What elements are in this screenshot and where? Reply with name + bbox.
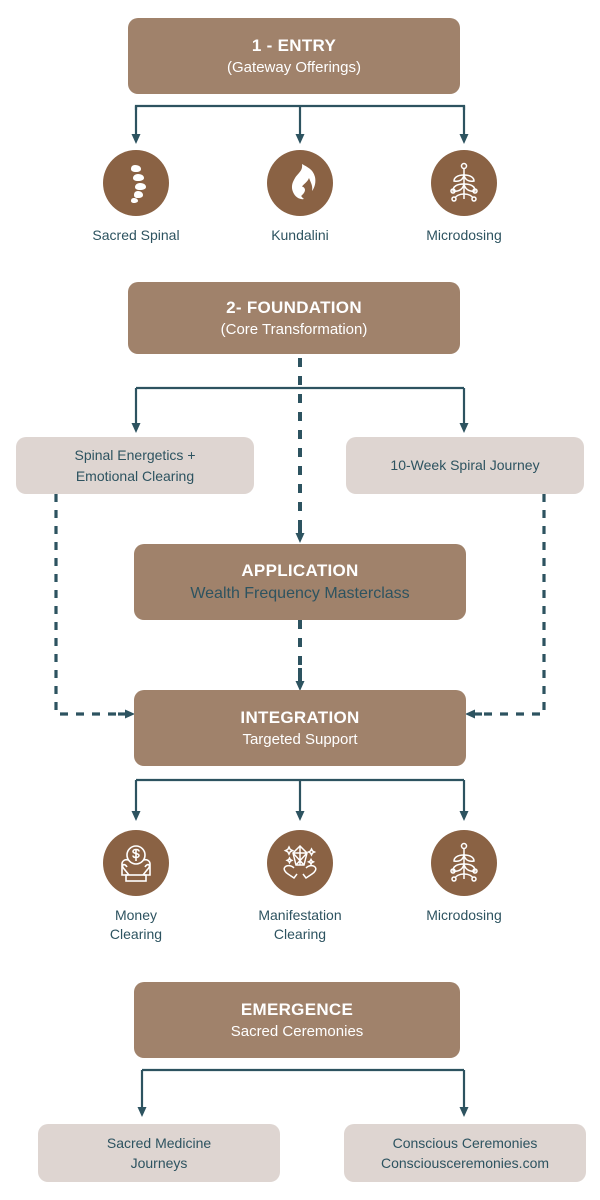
spine-icon <box>103 150 169 216</box>
stage-subtitle-foundation: (Core Transformation) <box>220 321 368 339</box>
integration-offering-label: Money Clearing <box>110 906 162 944</box>
hands-money-icon <box>103 830 169 896</box>
stage-box-emergence[interactable]: EMERGENCE Sacred Ceremonies <box>134 982 460 1058</box>
integration-offering-microdosing[interactable]: Microdosing <box>389 830 539 925</box>
stage-subtitle-emergence: Sacred Ceremonies <box>230 1023 364 1041</box>
label-line-2: Clearing <box>109 925 163 942</box>
outcome-line-2: Consciousceremonies.com <box>380 1155 550 1171</box>
stage-subtitle-integration: Targeted Support <box>242 731 358 749</box>
label-line-1: Microdosing <box>426 907 502 923</box>
stage-box-integration[interactable]: INTEGRATION Targeted Support <box>134 690 466 766</box>
offering-microdosing[interactable]: Microdosing <box>389 150 539 245</box>
foundation-track-spiral-journey[interactable]: 10-Week Spiral Journey <box>346 437 584 494</box>
integration-offering-label: Microdosing <box>426 906 501 925</box>
label-line-1: Money <box>114 907 157 923</box>
stage-title-application: APPLICATION <box>241 560 359 580</box>
foundation-track-spinal-energetics[interactable]: Spinal Energetics + Emotional Clearing <box>16 437 254 494</box>
offering-label: Kundalini <box>271 227 329 243</box>
hands-crystal-icon <box>267 830 333 896</box>
stage-title-emergence: EMERGENCE <box>240 999 354 1019</box>
stage-title-foundation: 2- FOUNDATION <box>226 297 362 317</box>
emergence-outcome-conscious-ceremonies[interactable]: Conscious Ceremonies Consciousceremonies… <box>344 1124 586 1182</box>
track-line-1: Spinal Energetics + <box>74 447 196 464</box>
stage-box-application[interactable]: APPLICATION Wealth Frequency Masterclass <box>134 544 466 620</box>
offering-label: Microdosing <box>426 227 502 243</box>
stage-box-foundation[interactable]: 2- FOUNDATION (Core Transformation) <box>128 282 460 354</box>
flame-heart-icon <box>267 150 333 216</box>
emergence-outcome-sacred-medicine-journeys[interactable]: Sacred Medicine Journeys <box>38 1124 280 1182</box>
label-line-1: Manifestation <box>258 907 342 923</box>
outcome-line-1: Conscious Ceremonies <box>392 1134 538 1151</box>
offering-sacred-spinal[interactable]: Sacred Spinal <box>61 150 211 245</box>
label-line-2: Clearing <box>273 925 327 942</box>
outcome-line-2: Journeys <box>130 1155 188 1171</box>
integration-offering-manifestation-clearing[interactable]: Manifestation Clearing <box>225 830 375 944</box>
plant-molecule-icon <box>431 830 497 896</box>
integration-offering-money-clearing[interactable]: Money Clearing <box>61 830 211 944</box>
stage-box-entry[interactable]: 1 - ENTRY (Gateway Offerings) <box>128 18 460 94</box>
outcome-line-1: Sacred Medicine <box>106 1134 212 1151</box>
plant-molecule-icon <box>431 150 497 216</box>
stage-subtitle-application: Wealth Frequency Masterclass <box>190 584 410 602</box>
stage-subtitle-entry: (Gateway Offerings) <box>227 59 361 77</box>
track-line-1: 10-Week Spiral Journey <box>390 457 540 474</box>
offering-kundalini[interactable]: Kundalini <box>225 150 375 245</box>
integration-offering-label: Manifestation Clearing <box>258 906 341 944</box>
offering-label: Sacred Spinal <box>92 227 180 243</box>
stage-title-integration: INTEGRATION <box>240 707 360 727</box>
track-line-2: Emotional Clearing <box>75 467 195 484</box>
stage-title-entry: 1 - ENTRY <box>251 35 337 55</box>
